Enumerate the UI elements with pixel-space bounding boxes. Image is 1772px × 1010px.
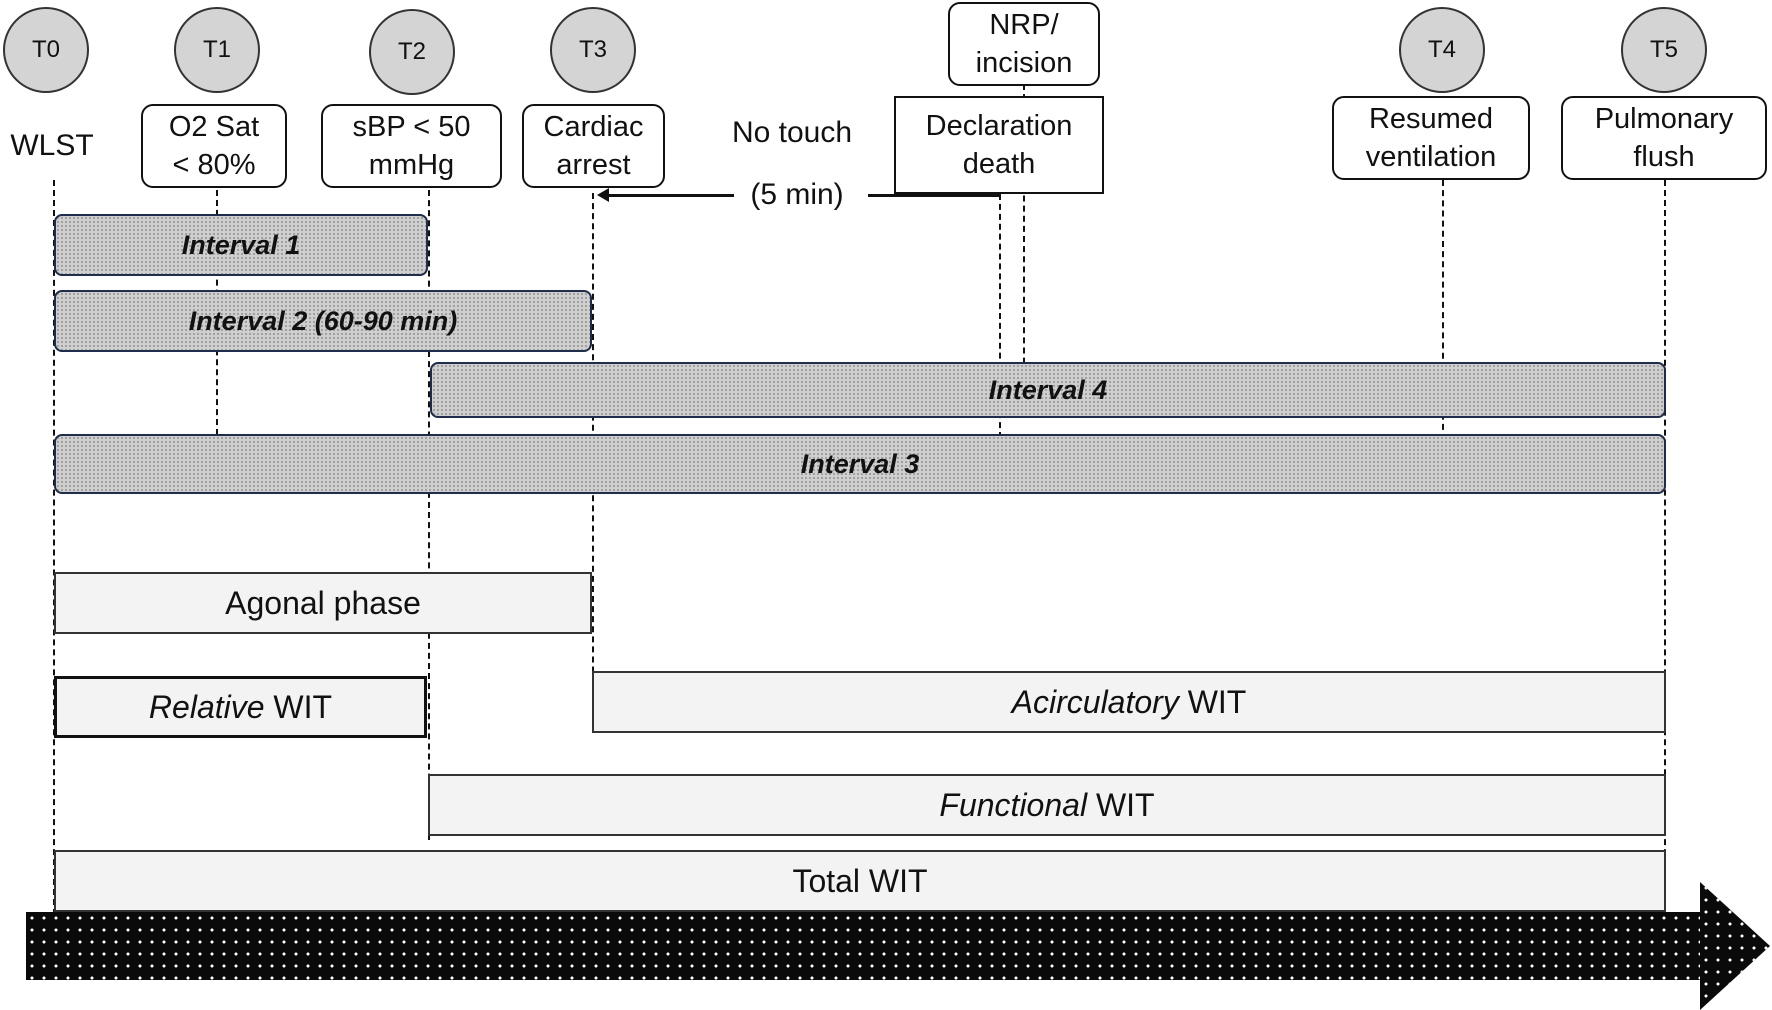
declaration-death-event-box: Declaration death [894,96,1104,194]
functional-wit-bar: Functional WIT [428,774,1666,836]
time-arrow-head [1700,882,1770,1010]
pulmonary-flush-label: Pulmonary flush [1594,103,1734,173]
o2-sat-label: O2 Sat < 80% [168,111,260,181]
t4-guide-line [1442,180,1444,440]
relative-wit-emphasis: Relative [148,688,265,725]
functional-wit-label: Functional WIT [939,787,1154,824]
cardiac-arrest-event-box: Cardiac arrest [522,104,665,188]
no-touch-duration-label: (5 min) [750,178,844,211]
interval-1-label: Interval 1 [181,229,301,260]
interval-2-bar: Interval 2 (60-90 min) [54,290,592,352]
interval-4-label: Interval 4 [988,374,1108,405]
timepoint-t2: T2 [369,9,455,95]
timepoint-t0: T0 [3,7,89,93]
interval-3-label: Interval 3 [800,448,920,479]
o2-sat-event-box: O2 Sat < 80% [141,104,287,188]
timepoint-t1: T1 [174,7,260,93]
nrp-incision-label: NRP/ incision [975,9,1073,79]
timepoint-t3: T3 [550,7,636,93]
timepoint-t4: T4 [1399,7,1485,93]
acirculatory-wit-label: Acirculatory WIT [1012,684,1247,721]
agonal-phase-bar: Agonal phase [54,572,592,634]
wlst-label: WLST [10,129,94,162]
cardiac-arrest-label: Cardiac arrest [543,111,644,181]
t0-guide-line [53,180,55,915]
declaration-guide-line [999,194,1001,438]
acirculatory-wit-suffix: WIT [1178,683,1247,720]
resumed-ventilation-label: Resumed ventilation [1365,103,1497,173]
no-touch-arrow-tail [868,194,1001,197]
functional-wit-suffix: WIT [1087,786,1155,823]
interval-2-label: Interval 2 (60-90 min) [188,305,458,336]
relative-wit-bar: Relative WIT [54,676,427,738]
pulmonary-flush-event-box: Pulmonary flush [1561,96,1767,180]
agonal-phase-label: Agonal phase [225,584,421,621]
timepoint-t5: T5 [1621,7,1707,93]
interval-1-bar: Interval 1 [54,214,428,276]
acirculatory-wit-bar: Acirculatory WIT [592,671,1666,733]
total-wit-bar: Total WIT [54,850,1666,912]
sbp-event-box: sBP < 50 mmHg [321,104,502,188]
t5-guide-line [1664,180,1666,915]
no-touch-arrow-head [597,188,609,202]
functional-wit-emphasis: Functional [939,786,1088,823]
relative-wit-label: Relative WIT [149,689,332,726]
total-wit-label: Total WIT [792,862,928,899]
no-touch-arrow-line [604,194,734,197]
time-arrow-shaft [26,912,1702,980]
sbp-label: sBP < 50 mmHg [352,111,471,181]
acirculatory-wit-emphasis: Acirculatory [1011,683,1179,720]
declaration-death-label: Declaration death [925,110,1073,180]
t2-guide-line [428,190,430,840]
nrp-incision-event-box: NRP/ incision [948,2,1100,86]
nrp-guide-line [1023,84,1025,394]
interval-3-bar: Interval 3 [54,434,1666,494]
interval-4-bar: Interval 4 [430,362,1666,418]
no-touch-label: No touch [731,116,853,149]
relative-wit-suffix: WIT [264,688,333,725]
resumed-ventilation-event-box: Resumed ventilation [1332,96,1530,180]
